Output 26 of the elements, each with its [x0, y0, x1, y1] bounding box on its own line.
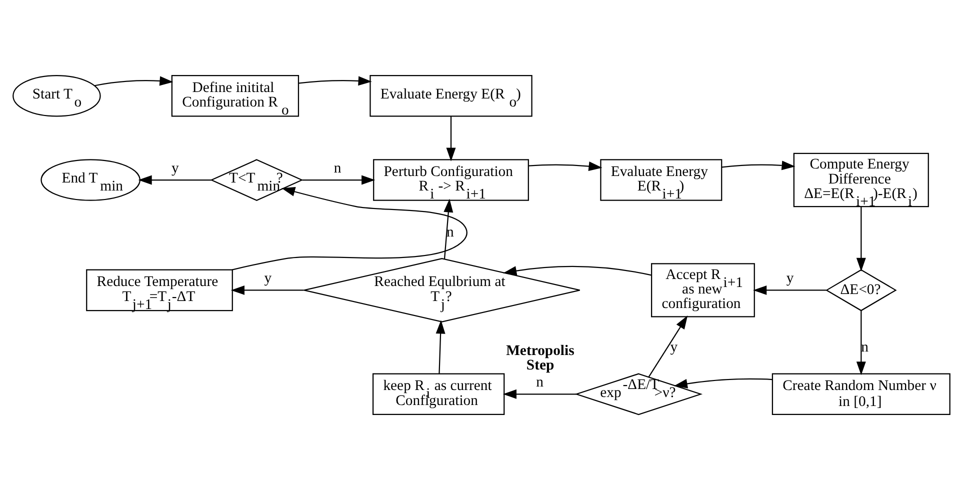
arrow: [856, 206, 866, 271]
arrow: [674, 378, 772, 388]
arrow: [298, 76, 372, 86]
arrow: [446, 116, 456, 161]
arrow: [232, 186, 468, 270]
edge-label: n: [861, 339, 868, 356]
edge-label: y: [670, 339, 678, 356]
edge-label: n: [536, 374, 544, 390]
arrow: [648, 315, 688, 377]
arrow: [302, 174, 376, 184]
arrow: [138, 174, 212, 184]
arrow: [722, 160, 796, 170]
arrow: [503, 265, 652, 276]
arrow: [856, 310, 866, 375]
arrow: [230, 284, 304, 294]
arrow: [753, 284, 826, 294]
arrow: [94, 76, 174, 86]
edge-label: y: [264, 270, 272, 286]
edge-label: y: [786, 270, 794, 286]
arrow: [502, 388, 576, 398]
node-diamond: ΔE<0?: [826, 268, 897, 311]
node-box: Create Random Number ν in [0,1]: [772, 372, 950, 415]
edge-label: y: [172, 160, 179, 176]
arrow: [436, 320, 446, 374]
arrow: [528, 161, 602, 170]
edge-label: n: [334, 160, 342, 176]
